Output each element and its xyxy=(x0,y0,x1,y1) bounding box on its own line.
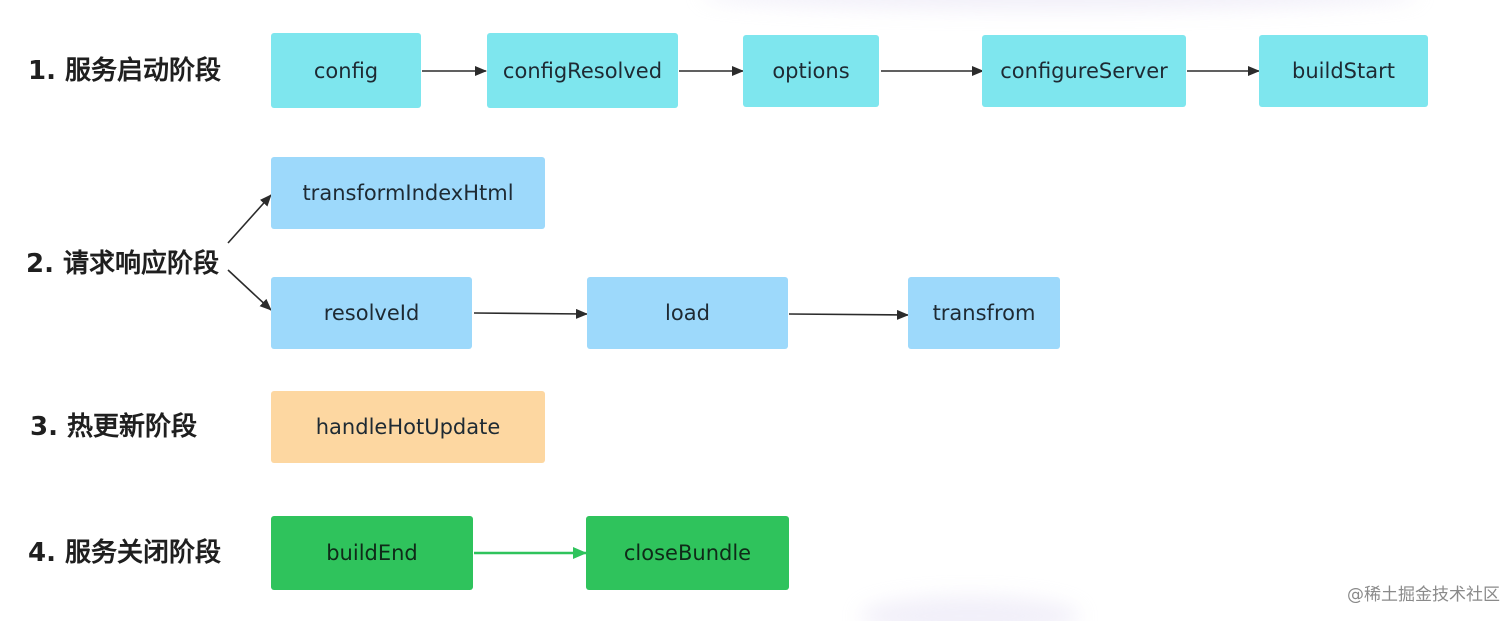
node-options: options xyxy=(743,35,879,107)
watermark: @稀土掘金技术社区 xyxy=(1347,585,1500,605)
arrow-resolveid-to-load xyxy=(473,308,588,319)
phase-label-shutdown: 4. 服务关闭阶段 xyxy=(28,538,222,568)
node-configureserver: configureServer xyxy=(982,35,1186,107)
node-transformindexhtml: transformIndexHtml xyxy=(271,157,545,229)
node-configresolved: configResolved xyxy=(487,33,678,108)
node-resolveid: resolveId xyxy=(271,277,472,349)
background-decoration xyxy=(860,596,1080,621)
node-config: config xyxy=(271,33,421,108)
node-closebundle: closeBundle xyxy=(586,516,789,590)
node-transfrom: transfrom xyxy=(908,277,1060,349)
node-load: load xyxy=(587,277,788,349)
arrow-request-to-transformindexhtml xyxy=(227,194,272,244)
node-handlehotupdate: handleHotUpdate xyxy=(271,391,545,463)
node-buildend: buildEnd xyxy=(271,516,473,590)
arrow-request-to-resolveid xyxy=(227,269,272,311)
background-decoration xyxy=(700,0,1420,10)
node-buildstart: buildStart xyxy=(1259,35,1428,107)
arrow-load-to-transfrom xyxy=(788,309,909,320)
phase-label-startup: 1. 服务启动阶段 xyxy=(28,56,222,86)
phase-label-request: 2. 请求响应阶段 xyxy=(26,249,220,279)
phase-label-hot-update: 3. 热更新阶段 xyxy=(30,412,198,442)
